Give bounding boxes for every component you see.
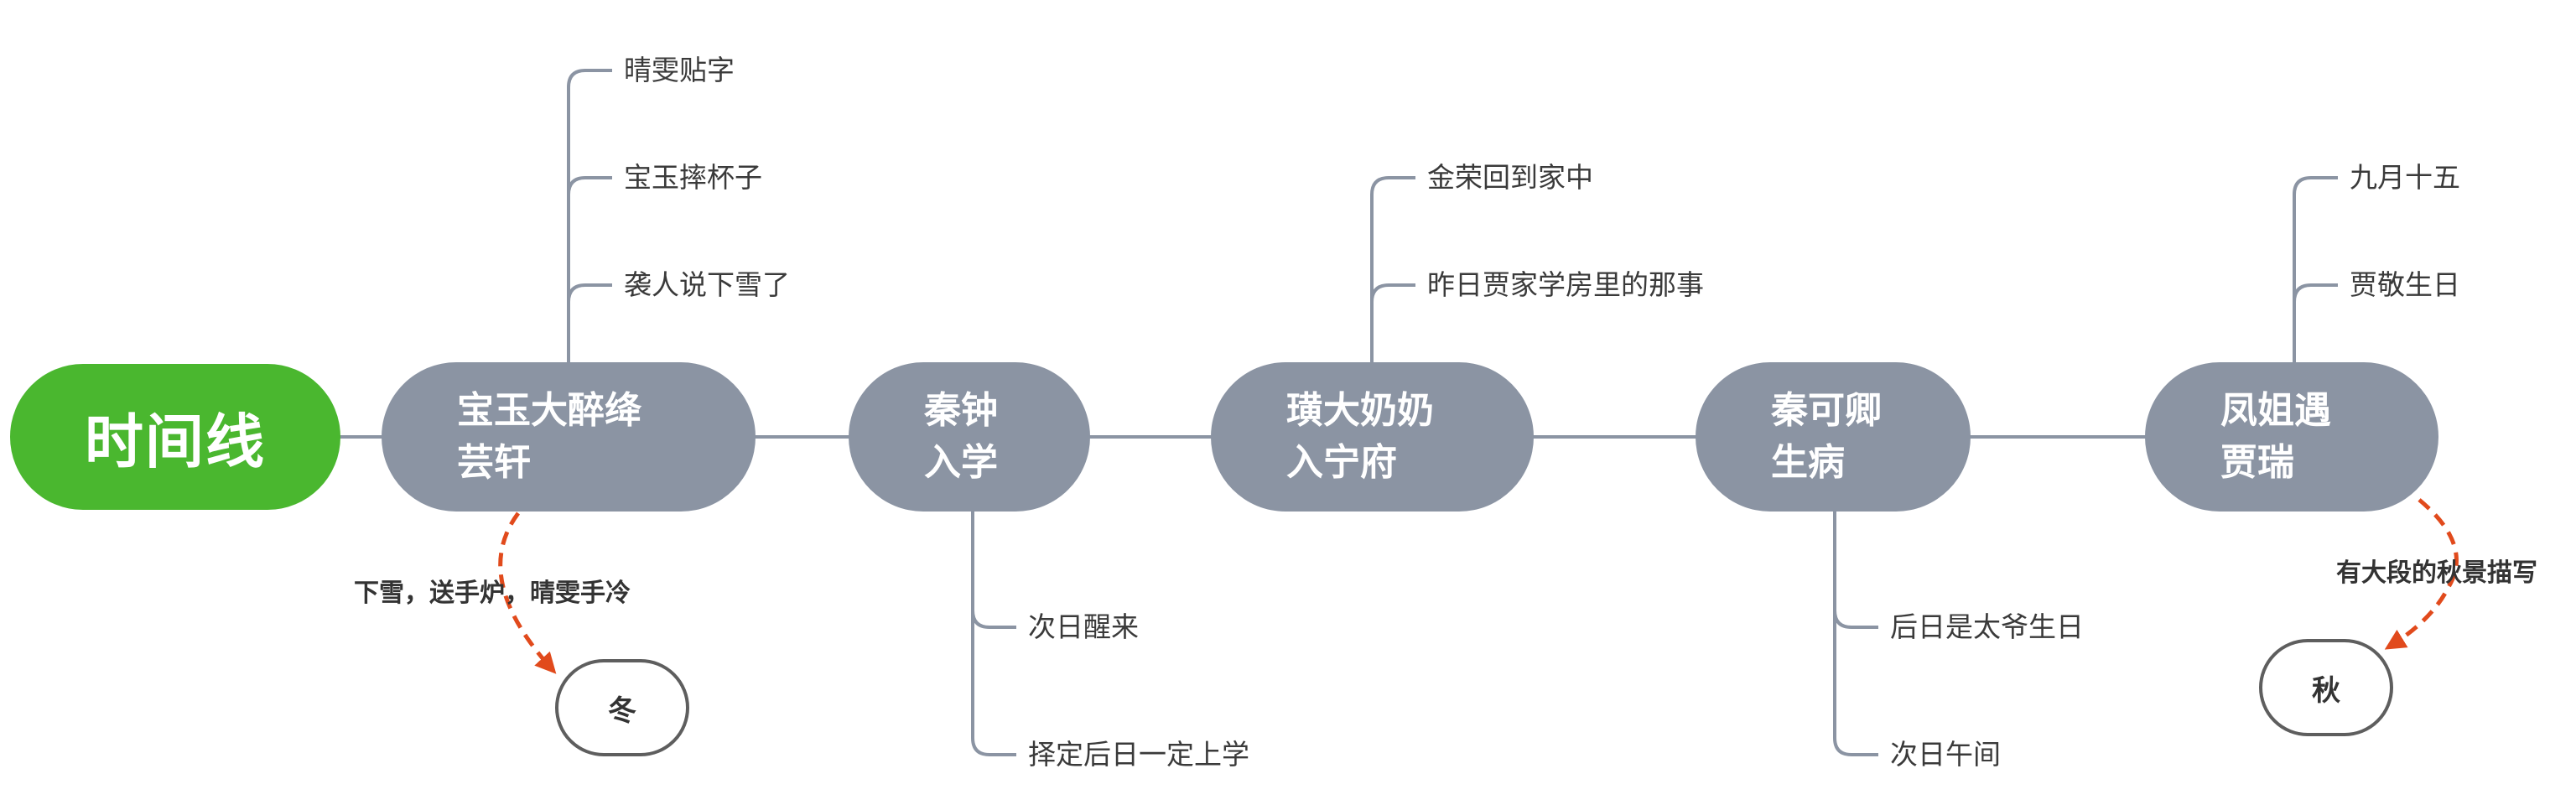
event-node-line1: 宝玉大醉绛	[457, 389, 641, 432]
season-label: 秋	[2312, 673, 2340, 708]
branch-line	[567, 69, 612, 362]
event-node-3: 璜大奶奶 入宁府	[1211, 362, 1534, 512]
branch-line	[1370, 283, 1415, 303]
detail-item: 昨日贾家学房里的那事	[1427, 268, 1704, 301]
autumn-note: 有大段的秋景描写	[2336, 558, 2537, 588]
root-node-timeline: 时间线	[10, 364, 340, 510]
event-node-line2: 入宁府	[1286, 441, 1397, 484]
branch-line	[2293, 283, 2338, 303]
branch-line	[2293, 176, 2338, 362]
event-node-line2: 贾瑞	[2220, 441, 2294, 484]
event-node-1: 宝玉大醉绛 芸轩	[382, 362, 756, 512]
event-node-line1: 璜大奶奶	[1286, 389, 1434, 432]
root-label: 时间线	[85, 407, 266, 476]
detail-item: 后日是太爷生日	[1890, 610, 2084, 643]
detail-item: 宝玉摔杯子	[624, 161, 762, 194]
event-node-line2: 芸轩	[457, 441, 531, 484]
branch-line	[1370, 176, 1415, 362]
season-label: 冬	[608, 693, 636, 728]
branch-line	[971, 510, 1016, 756]
detail-item: 贾敬生日	[2350, 268, 2460, 301]
season-node-autumn: 秋	[2259, 639, 2393, 736]
detail-item: 择定后日一定上学	[1028, 738, 1249, 771]
autumn-arrow	[2384, 498, 2459, 650]
event-node-line2: 生病	[1771, 441, 1845, 484]
branch-line	[567, 283, 612, 303]
event-node-4: 秦可卿 生病	[1696, 362, 1971, 512]
detail-item: 九月十五	[2350, 161, 2460, 194]
event-node-line1: 凤姐遇	[2220, 389, 2331, 432]
detail-item: 袭人说下雪了	[624, 268, 790, 301]
detail-item: 次日午间	[1890, 738, 2001, 771]
detail-item: 次日醒来	[1028, 610, 1139, 643]
detail-item: 金荣回到家中	[1427, 161, 1593, 194]
winter-arrow	[498, 512, 557, 674]
branch-line	[971, 610, 1016, 629]
branch-line	[567, 176, 612, 195]
branch-line	[1833, 610, 1878, 629]
detail-item: 晴雯贴字	[624, 54, 735, 86]
event-node-2: 秦钟 入学	[849, 362, 1090, 512]
season-node-winter: 冬	[555, 659, 689, 756]
branch-line	[1833, 510, 1878, 756]
winter-note: 下雪，送手炉，晴雯手冷	[354, 579, 631, 608]
event-node-line2: 入学	[924, 441, 998, 484]
event-node-line1: 秦钟	[924, 389, 998, 432]
event-node-5: 凤姐遇 贾瑞	[2145, 362, 2438, 512]
event-node-line1: 秦可卿	[1771, 389, 1882, 432]
